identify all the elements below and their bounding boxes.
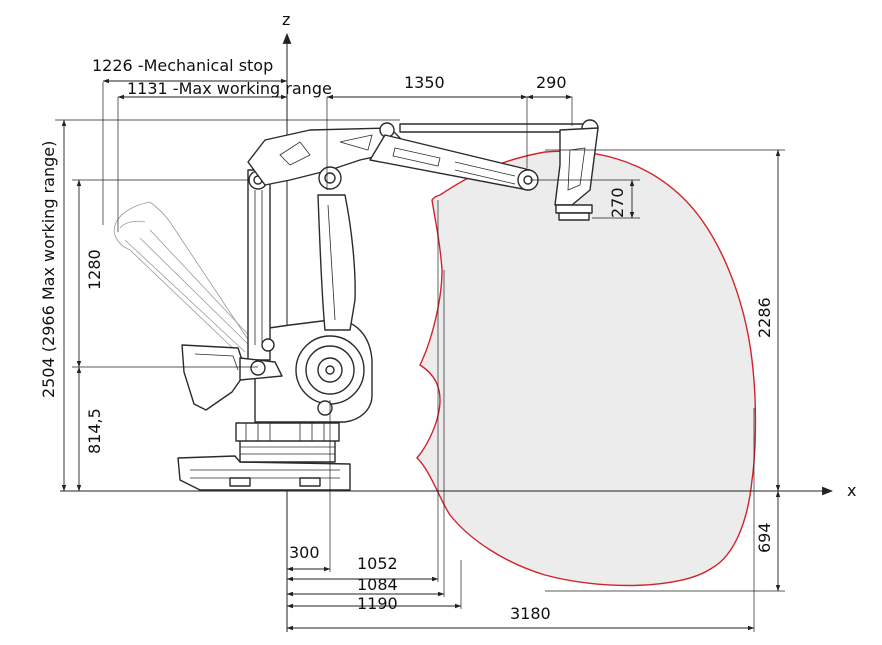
dim-max-reach: 3180 — [286, 408, 755, 632]
svg-text:1190: 1190 — [357, 594, 398, 613]
dim-flange-height: 270 — [530, 179, 640, 219]
dim-min-reach-1: 1052 — [286, 200, 439, 582]
svg-text:1131 -Max working range: 1131 -Max working range — [127, 79, 332, 98]
svg-text:2504 (2966 Max working range): 2504 (2966 Max working range) — [39, 141, 58, 398]
z-axis-label: z — [282, 10, 290, 29]
svg-text:3180: 3180 — [510, 604, 551, 623]
svg-text:290: 290 — [536, 73, 567, 92]
working-range-area — [416, 150, 757, 587]
svg-text:270: 270 — [608, 187, 627, 218]
svg-text:814,5: 814,5 — [85, 408, 104, 454]
dim-below-base-depth: 694 — [545, 490, 785, 592]
dim-base-offset: 300 — [286, 400, 331, 572]
ghost-arm-outline — [113, 201, 259, 356]
svg-text:1280: 1280 — [85, 249, 104, 290]
dim-mechanical-stop: 1226 -Mechanical stop — [92, 56, 288, 225]
dim-min-reach-3: 1190 — [286, 560, 462, 613]
dim-elbow-height: 1280 — [72, 179, 250, 368]
dim-base-axis-height: 814,5 — [72, 366, 258, 492]
dim-upper-reach-height: 2286 — [545, 149, 785, 492]
svg-text:2286: 2286 — [755, 297, 774, 338]
dim-max-working-range-reach: 1131 -Max working range — [117, 79, 332, 232]
dim-arm-length: 1350 — [326, 73, 528, 190]
svg-text:1226 -Mechanical stop: 1226 -Mechanical stop — [92, 56, 273, 75]
svg-text:1350: 1350 — [404, 73, 445, 92]
dim-total-height: 2504 (2966 Max working range) — [39, 119, 400, 492]
svg-text:1084: 1084 — [357, 575, 398, 594]
dim-min-reach-2: 1084 — [286, 270, 445, 597]
x-axis-label: x — [847, 481, 856, 500]
dim-wrist-offset: 290 — [526, 73, 573, 126]
svg-text:1052: 1052 — [357, 554, 398, 573]
robot-drawing — [177, 119, 599, 491]
svg-text:694: 694 — [755, 522, 774, 553]
svg-text:300: 300 — [289, 543, 320, 562]
